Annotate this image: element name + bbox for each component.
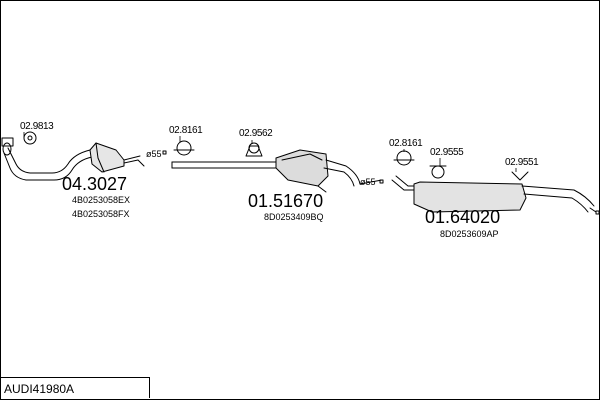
marker-1 [162, 150, 167, 155]
diameter-label-1: ø55 [146, 149, 162, 159]
footer-code-box: AUDI41980A [0, 377, 150, 398]
rear-silencer-drawing [391, 175, 597, 213]
front-pipe-oe-2: 4B0253058FX [72, 209, 130, 219]
mount-label-1: 02.9562 [239, 128, 273, 139]
gasket-label: 02.9813 [20, 121, 54, 132]
rear-silencer-oe: 8D0253609AP [440, 229, 499, 239]
middle-silencer-number: 01.51670 [248, 191, 324, 211]
middle-silencer-drawing [275, 149, 383, 193]
connecting-pipe-drawing [171, 161, 283, 169]
diameter-label-2: ø55 [360, 177, 376, 187]
mount-label-2: 02.9555 [430, 147, 464, 158]
middle-silencer-oe: 8D0253409BQ [264, 212, 324, 222]
rear-silencer-number: 01.64020 [425, 207, 501, 227]
front-pipe-drawing [1, 137, 145, 181]
clamp-label-1: 02.8161 [169, 125, 203, 136]
marker-2 [379, 179, 384, 184]
front-pipe-oe-1: 4B0253058EX [72, 195, 131, 205]
front-pipe-number: 04.3027 [62, 174, 128, 194]
clamp-label-2: 02.8161 [389, 138, 423, 149]
mount-label-3: 02.9551 [505, 157, 539, 168]
footer-code: AUDI41980A [4, 382, 75, 396]
marker-3 [595, 210, 600, 215]
